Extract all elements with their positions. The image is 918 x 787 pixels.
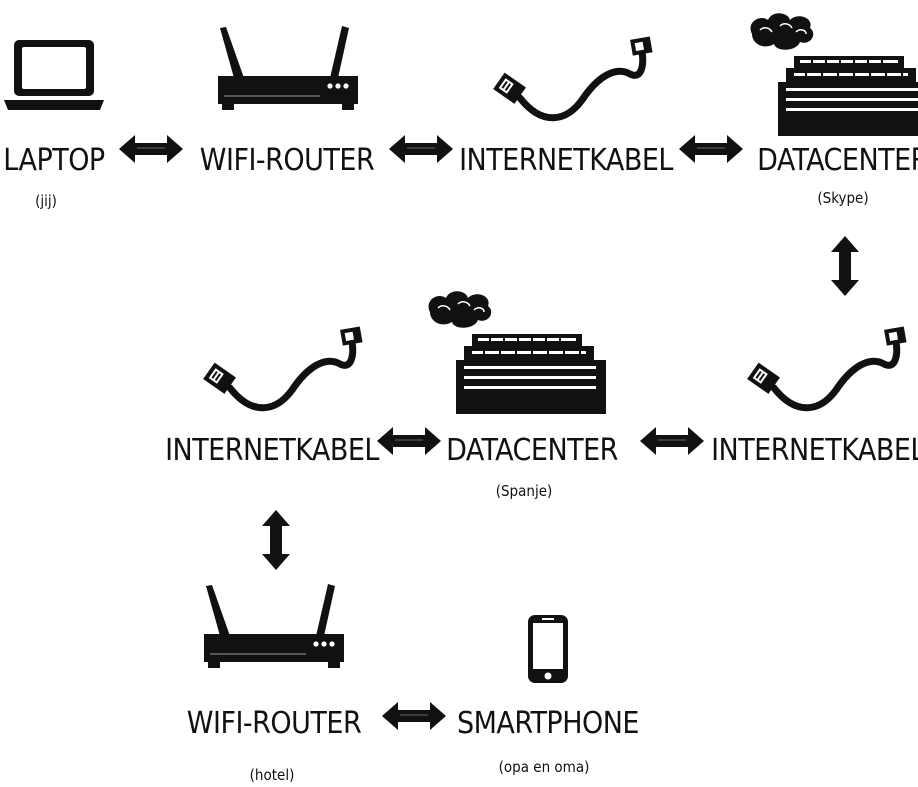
node-label: INTERNETKABEL [459,143,673,178]
node-wifi-router-1: WIFI-ROUTER [200,26,374,178]
node-internetkabel-3: INTERNETKABEL [165,326,379,468]
smartphone-icon [528,615,568,683]
node-internetkabel-1: INTERNETKABEL [459,36,673,178]
vertical-double-arrow-icon [262,510,290,570]
wifi-router-icon [204,584,344,668]
double-arrow-icon [382,702,446,730]
node-smartphone: SMARTPHONE (opa en oma) [457,615,639,776]
node-internetkabel-2: INTERNETKABEL [711,326,918,468]
datacenter-icon [751,13,918,136]
double-arrow-icon [640,427,704,455]
node-datacenter-spanje: DATACENTER (Spanje) [429,291,618,500]
node-label: INTERNETKABEL [165,433,379,468]
node-label: INTERNETKABEL [711,433,918,468]
datacenter-icon [429,291,606,414]
node-sublabel: (opa en oma) [499,758,590,776]
node-wifi-router-2: WIFI-ROUTER (hotel) [187,584,361,784]
ethernet-cable-icon [493,36,652,117]
double-arrow-icon [679,135,743,163]
double-arrow-icon [377,427,441,455]
node-laptop: LAPTOP (jij) [3,40,105,210]
node-sublabel: (jij) [35,192,57,210]
node-label: DATACENTER [757,143,918,178]
node-label: LAPTOP [3,143,105,178]
node-label: DATACENTER [446,433,618,468]
vertical-double-arrow-icon [831,236,859,296]
node-sublabel: (hotel) [250,766,295,784]
double-arrow-icon [389,135,453,163]
node-label: WIFI-ROUTER [187,706,361,741]
node-sublabel: (Spanje) [496,482,553,500]
node-label: SMARTPHONE [457,706,639,741]
ethernet-cable-icon [203,326,362,407]
double-arrow-icon [119,135,183,163]
ethernet-cable-icon [747,326,906,407]
laptop-icon [4,40,104,110]
node-sublabel: (Skype) [817,189,868,207]
wifi-router-icon [218,26,358,110]
node-datacenter-skype: DATACENTER (Skype) [751,13,918,207]
node-label: WIFI-ROUTER [200,143,374,178]
